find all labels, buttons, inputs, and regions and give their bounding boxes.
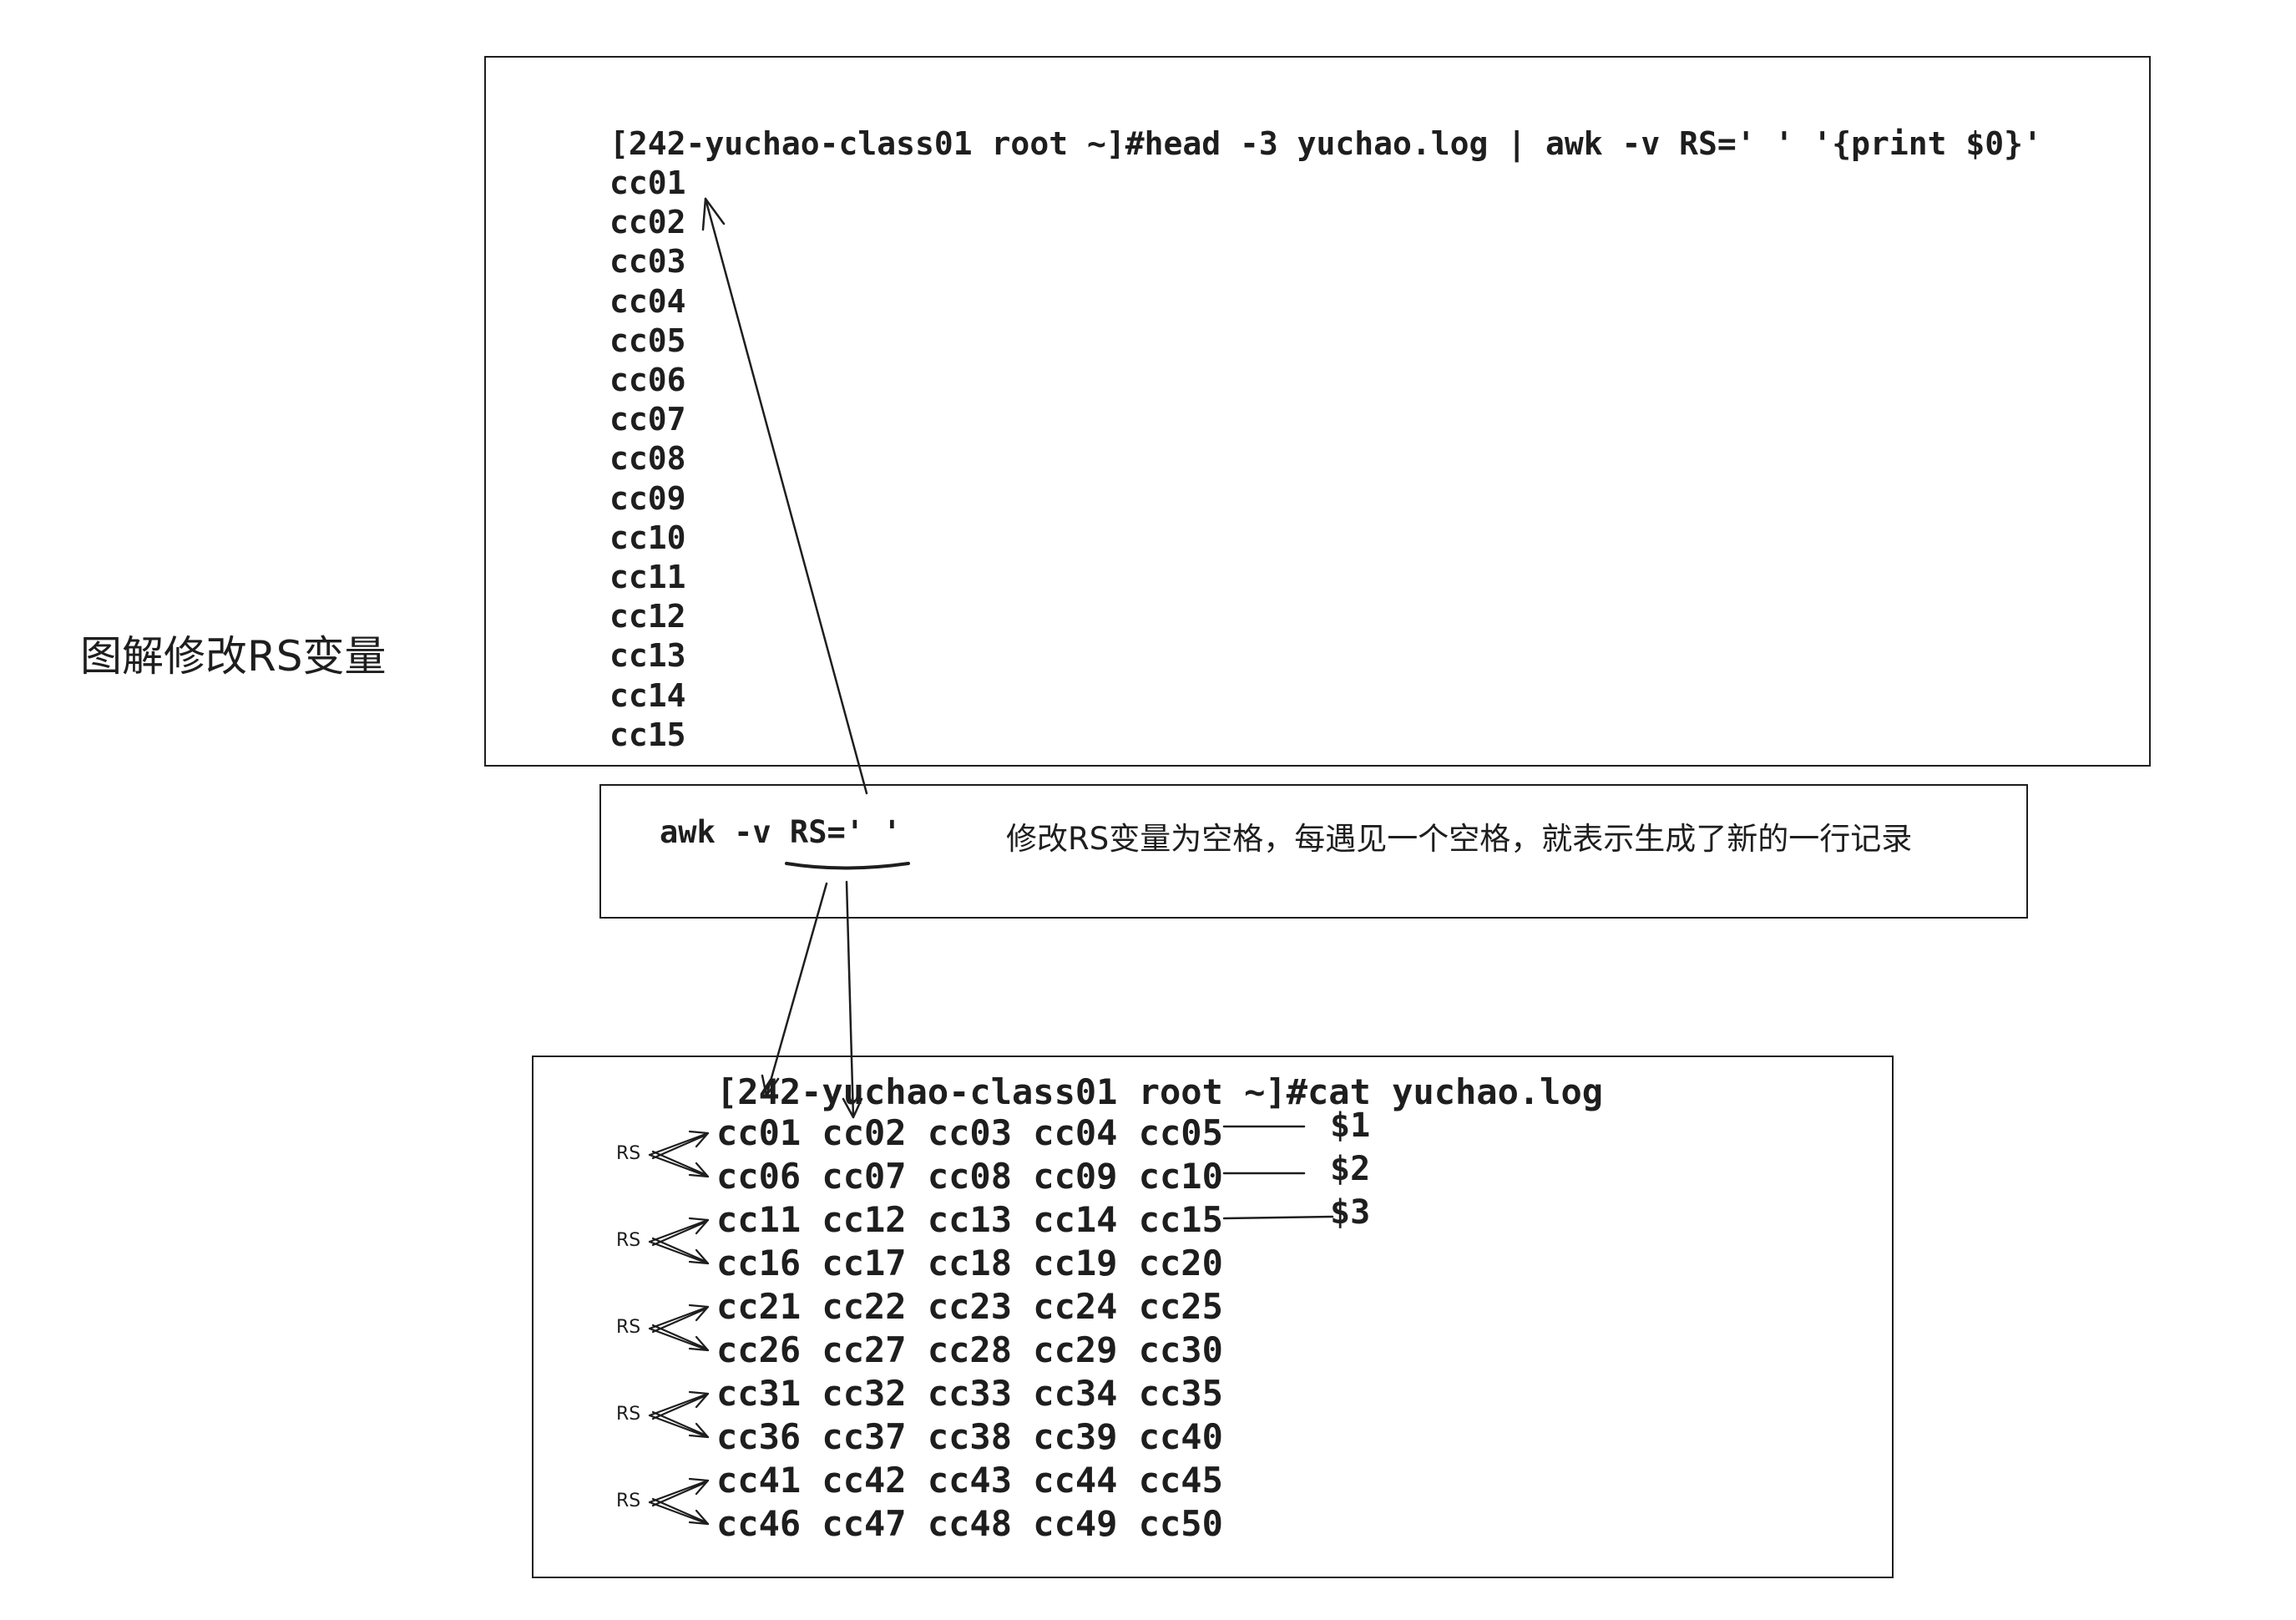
awk-rs-command: awk -v RS=' ' — [660, 814, 902, 850]
rs-arrow — [648, 1150, 710, 1178]
arrow-to-cc01 — [704, 197, 868, 795]
rs-arrow-head — [688, 1217, 710, 1235]
arrow-down-right — [845, 880, 855, 1119]
rs-arrow-head — [688, 1390, 710, 1409]
rs-arrow-head — [688, 1130, 710, 1148]
rs-arrow — [648, 1131, 710, 1160]
diagram-heading: 图解修改RS变量 — [80, 632, 387, 681]
rs-arrow — [648, 1218, 710, 1247]
rs-arrow — [648, 1410, 710, 1439]
grid-row: cc26 cc27 cc28 cc29 cc30 — [716, 1329, 1223, 1370]
rs-arrow-head — [688, 1477, 710, 1496]
output-line: cc10 — [609, 519, 686, 556]
field-label: $3 — [1330, 1193, 1371, 1232]
top-command: [242-yuchao-class01 root ~]#head -3 yuch… — [609, 125, 2042, 162]
bottom-terminal-box — [532, 1056, 1894, 1578]
rs-arrow-head — [688, 1162, 710, 1178]
output-line: cc03 — [609, 243, 686, 281]
rs-label: RS — [616, 1491, 641, 1511]
grid-row: cc06 cc07 cc08 cc09 cc10 — [716, 1156, 1223, 1197]
arrow-down-left — [765, 882, 828, 1097]
rs-arrow-head — [688, 1509, 710, 1526]
arrow-to-cc01-head — [701, 197, 726, 231]
output-line: cc04 — [609, 282, 686, 320]
output-line: cc09 — [609, 479, 686, 517]
rs-arrow — [648, 1324, 710, 1352]
output-line: cc07 — [609, 401, 686, 438]
grid-row: cc11 cc12 cc13 cc14 cc15 — [716, 1199, 1223, 1240]
grid-row: cc01 cc02 cc03 cc04 cc05 — [716, 1112, 1223, 1153]
rs-label: RS — [616, 1404, 641, 1425]
output-line: cc15 — [609, 716, 686, 753]
rs-arrow-head — [688, 1304, 710, 1322]
grid-row: cc46 cc47 cc48 cc49 cc50 — [716, 1503, 1223, 1544]
output-line: cc14 — [609, 676, 686, 714]
rs-arrow-head — [688, 1422, 710, 1439]
rs-arrow-head — [688, 1335, 710, 1352]
grid-row: cc21 cc22 cc23 cc24 cc25 — [716, 1286, 1223, 1327]
arrow-down-left-head — [761, 1074, 780, 1097]
output-line: cc06 — [609, 362, 686, 398]
grid-row: cc36 cc37 cc38 cc39 cc40 — [716, 1416, 1223, 1457]
rs-arrow — [648, 1392, 710, 1420]
rs-arrow — [648, 1479, 710, 1507]
output-line: cc13 — [609, 637, 686, 675]
grid-row: cc16 cc17 cc18 cc19 cc20 — [716, 1243, 1223, 1283]
top-terminal-box — [484, 56, 2151, 767]
arrow-down-right-head — [842, 1097, 863, 1119]
output-line: cc08 — [609, 440, 686, 478]
rs-arrow — [648, 1497, 710, 1526]
output-line: cc12 — [609, 598, 686, 635]
rs-label: RS — [616, 1317, 641, 1338]
rs-arrow — [648, 1305, 710, 1334]
awk-explanation-box — [599, 784, 2028, 919]
rs-underline — [785, 862, 910, 870]
grid-row: cc41 cc42 cc43 cc44 cc45 — [716, 1460, 1223, 1501]
rs-arrow-head — [688, 1248, 710, 1265]
output-line: cc05 — [609, 321, 686, 359]
field-label: $2 — [1330, 1150, 1371, 1188]
rs-explanation-note: 修改RS变量为空格，每遇见一个空格，就表示生成了新的一行记录 — [1006, 821, 1913, 857]
rs-arrow — [648, 1237, 710, 1265]
rs-label: RS — [616, 1230, 641, 1251]
output-line: cc01 — [609, 165, 686, 201]
output-line: cc11 — [609, 559, 686, 595]
field-label: $1 — [1330, 1106, 1371, 1145]
bottom-command: [242-yuchao-class01 root ~]#cat yuchao.l… — [716, 1071, 1604, 1112]
output-line: cc02 — [609, 204, 686, 241]
rs-label: RS — [616, 1143, 641, 1164]
field-line-3 — [1222, 1215, 1334, 1220]
grid-row: cc31 cc32 cc33 cc34 cc35 — [716, 1373, 1223, 1414]
